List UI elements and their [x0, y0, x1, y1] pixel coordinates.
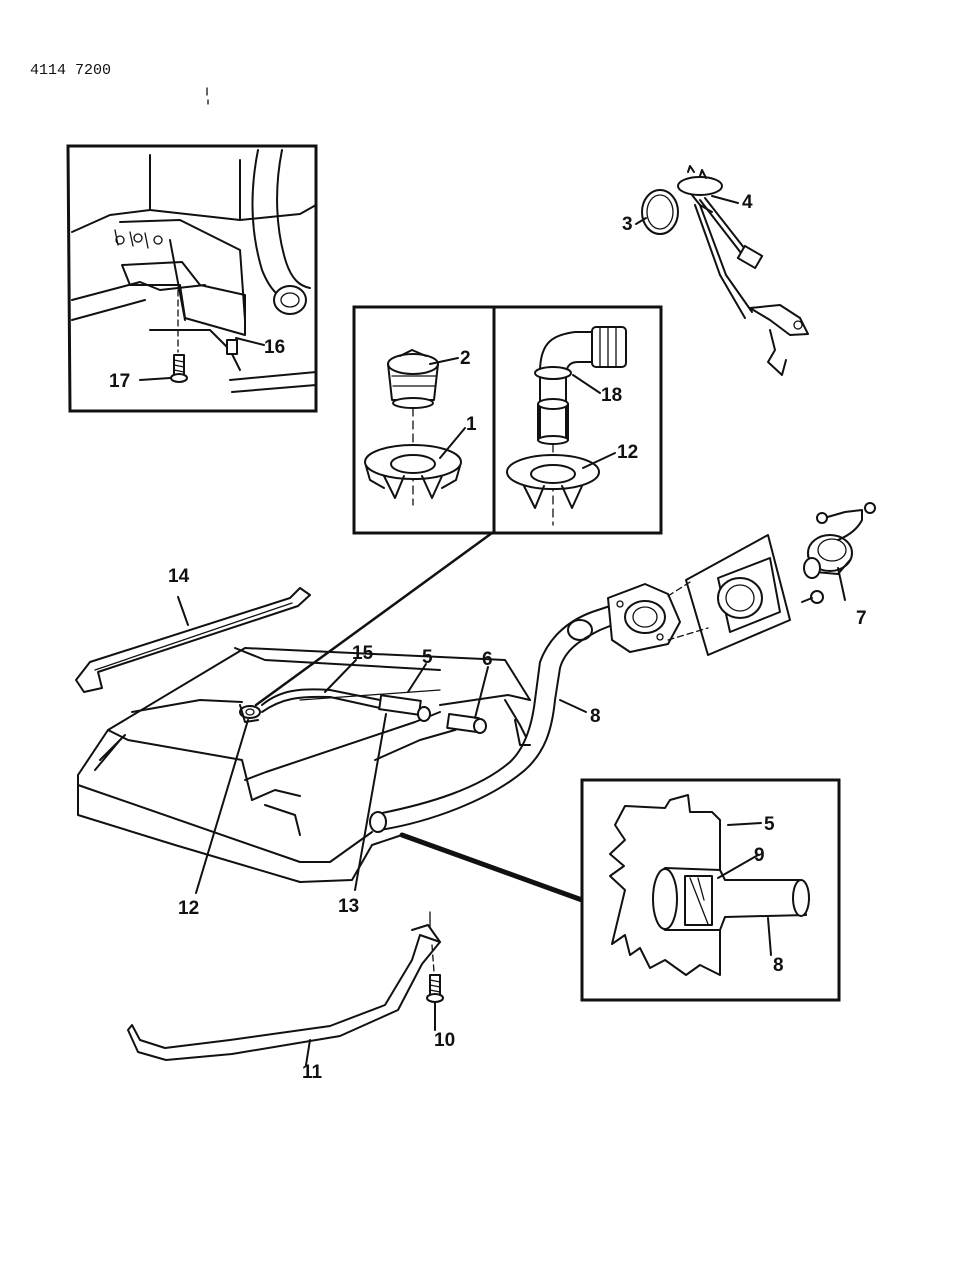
vent-hose-icon	[534, 326, 627, 445]
bolt-icon	[426, 944, 444, 1003]
callout-9: 9	[754, 845, 765, 866]
strap-icon	[75, 587, 311, 693]
scan-marks	[206, 87, 209, 105]
callout-10: 10	[434, 1030, 455, 1051]
callout-7: 7	[856, 608, 867, 629]
callout-14: 14	[168, 566, 190, 587]
callout-3: 3	[622, 214, 633, 235]
callout-1: 1	[466, 414, 477, 435]
callout-6: 6	[482, 649, 493, 670]
inset-bracket-view	[66, 144, 318, 413]
callout-12-inset: 12	[617, 442, 638, 463]
callout-4: 4	[742, 192, 753, 213]
callout-8-inset: 8	[773, 955, 784, 976]
fuel-tank-icon	[77, 647, 531, 883]
callout-labels: 1 2 3 4 5 5 6 7 8 8 9 10 11 12 12 13 14 …	[109, 192, 867, 1083]
callout-12: 12	[178, 898, 199, 919]
inset-seal-view	[580, 778, 841, 1002]
callout-11: 11	[302, 1062, 323, 1083]
callout-5-inset: 5	[764, 814, 775, 835]
gauge-sender-icon	[641, 165, 809, 376]
callout-17: 17	[109, 371, 130, 392]
callout-13: 13	[338, 896, 359, 917]
document-code: 4114 7200	[30, 62, 112, 79]
callout-18: 18	[601, 385, 622, 406]
vent-hose-icon	[239, 688, 487, 734]
grommet-icon	[364, 444, 462, 499]
callout-16: 16	[264, 337, 285, 358]
fuel-cap-icon	[803, 502, 876, 579]
callout-15: 15	[352, 643, 374, 664]
inset-grommet-view	[352, 305, 663, 535]
grommet-icon	[506, 454, 600, 509]
filler-flange	[607, 534, 824, 656]
callout-2: 2	[460, 348, 471, 369]
callout-8: 8	[590, 706, 601, 727]
strap-icon	[127, 911, 441, 1061]
callout-5: 5	[422, 647, 433, 668]
bolt-icon	[170, 354, 188, 383]
leader-lines	[177, 195, 846, 1066]
